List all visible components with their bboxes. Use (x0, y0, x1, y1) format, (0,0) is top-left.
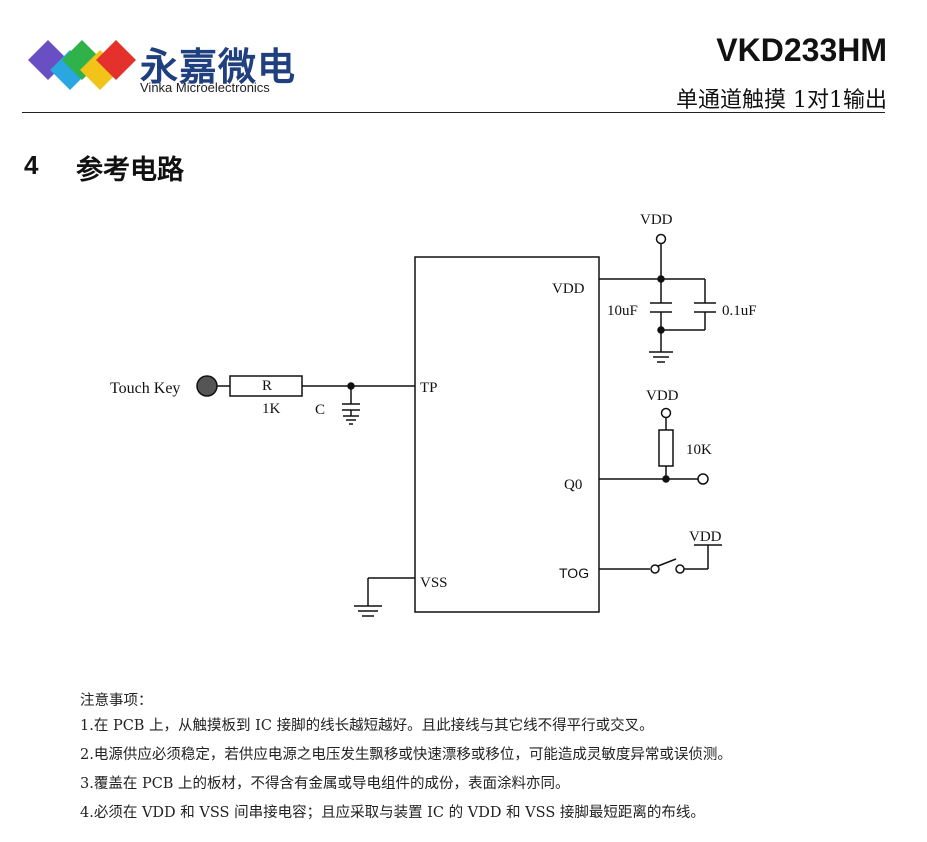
pin-vdd-label: VDD (552, 281, 585, 297)
section-title: 参考电路 (76, 155, 184, 186)
resistor-10k-icon (658, 429, 674, 467)
pin-tp-label: TP (420, 380, 438, 396)
header-divider (22, 112, 885, 113)
tog-switch-icon (657, 558, 677, 567)
note-item-1: 1.在 PCB 上，从触摸板到 IC 接脚的线长越短越好。且此接线与其它线不得平… (80, 718, 654, 734)
logo-english-name: Vinka Microelectronics (140, 80, 270, 95)
pin-q0-label: Q0 (564, 477, 582, 493)
vdd-q0-terminal-icon (660, 407, 672, 419)
model-number: VKD233HM (716, 32, 887, 68)
vinka-logo-icon (28, 40, 136, 90)
note-item-2: 2.电源供应必须稳定，若供应电源之电压发生飘移或快速漂移或移位，可能造成灵敏度异… (80, 747, 732, 763)
q0-output-terminal-icon (697, 473, 709, 485)
cap-10uf-label: 10uF (607, 303, 638, 319)
ic-body (414, 256, 600, 613)
capacitor-c-label: C (315, 402, 325, 418)
resistor-r-label: R (262, 378, 272, 394)
vdd-tog-label: VDD (689, 529, 722, 545)
resistor-10k-label: 10K (686, 442, 712, 458)
note-item-3: 3.覆盖在 PCB 上的板材，不得含有金属或导电组件的成份，表面涂料亦同。 (80, 776, 570, 792)
pin-vss-label: VSS (420, 575, 448, 591)
logo-chinese-name: 永嘉微电 (140, 45, 297, 89)
notes-section: 注意事项： 1.在 PCB 上，从触摸板到 IC 接脚的线长越短越好。且此接线与… (80, 690, 910, 828)
resistor-r-value: 1K (262, 401, 281, 417)
pin-tog-label: TOG (559, 565, 589, 581)
reference-circuit-diagram: Touch Key R 1K C TP VDD Q0 TOG VSS VDD 1… (110, 212, 757, 617)
section-number: 4 (24, 150, 39, 180)
touch-key-label: Touch Key (110, 380, 180, 397)
vdd-q0-label: VDD (646, 388, 679, 404)
vdd-terminal-icon (655, 233, 667, 245)
cap-01uf-label: 0.1uF (722, 303, 757, 319)
product-subtitle: 单通道触摸 1对1输出 (676, 88, 887, 113)
notes-heading: 注意事项： (80, 693, 153, 709)
note-item-4: 4.必须在 VDD 和 VSS 间串接电容；且应采取与装置 IC 的 VDD 和… (80, 805, 705, 821)
vdd-supply-label: VDD (640, 212, 673, 228)
touch-pad-icon (196, 375, 218, 397)
